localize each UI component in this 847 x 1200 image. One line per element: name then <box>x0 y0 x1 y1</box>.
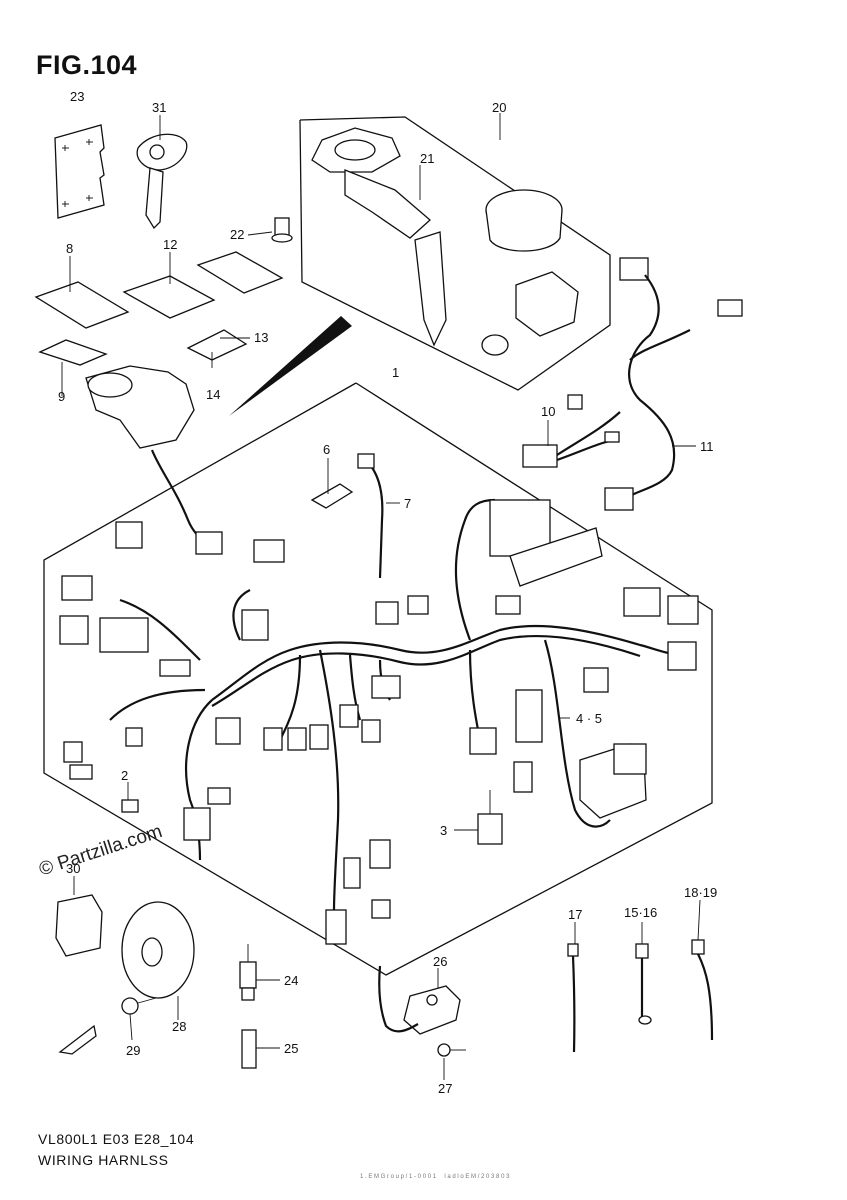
label-9-part <box>38 339 108 366</box>
tie-18-19-part <box>691 939 714 1041</box>
steering-lock-part <box>85 365 211 546</box>
switch-24-part <box>239 944 257 1001</box>
ignition-switch-part <box>311 127 579 356</box>
tie-17-part <box>567 943 579 1053</box>
clamp-6-part <box>310 483 354 509</box>
callout-18-19: 18·19 <box>684 885 718 900</box>
figure-title: FIG.104 <box>36 50 138 80</box>
callout-14: 14 <box>206 387 221 402</box>
callout-13: 13 <box>254 330 269 345</box>
callout-22: 22 <box>230 227 245 242</box>
callout-9: 9 <box>58 389 66 404</box>
sub-harness-10-part <box>522 394 621 468</box>
callout-27: 27 <box>438 1081 453 1096</box>
bracket-26-part <box>378 965 461 1035</box>
callout-2: 2 <box>121 768 129 783</box>
callout-6: 6 <box>323 442 331 457</box>
fwd-arrow-icon <box>58 1024 97 1055</box>
label-12-part <box>122 275 216 319</box>
tie-7-part <box>361 455 384 579</box>
callout-10: 10 <box>541 404 556 419</box>
main-harness-part <box>109 498 691 911</box>
sub-harness-11-part <box>604 257 743 511</box>
fine-print: 1 . E M G r o u p / 1 - 0 0 0 1 l a d l … <box>360 1174 510 1180</box>
model-code: VL800L1 E03 E28_104 <box>38 1131 195 1147</box>
callout-4-5: 4 · 5 <box>576 711 603 726</box>
ignition-group-outline <box>299 116 611 391</box>
callout-26: 26 <box>433 954 448 969</box>
key-part <box>136 133 188 230</box>
callout-3: 3 <box>440 823 448 838</box>
leader-lines <box>61 113 701 1080</box>
plate-bracket-part <box>54 124 105 219</box>
screw-22-part <box>271 217 293 243</box>
label-14-part <box>186 329 248 361</box>
callout-28: 28 <box>172 1019 187 1034</box>
callout-11: 11 <box>700 439 714 454</box>
plug-25-part <box>241 1029 257 1069</box>
callout-31: 31 <box>152 100 167 115</box>
callout-20: 20 <box>492 100 507 115</box>
direction-arrow <box>229 316 352 416</box>
harness-connectors <box>59 499 699 945</box>
callout-8: 8 <box>66 241 74 256</box>
relay-3-part <box>477 790 503 845</box>
callout-23: 23 <box>70 89 85 104</box>
figure-caption: WIRING HARNLSS <box>38 1152 169 1168</box>
callout-17: 17 <box>568 907 583 922</box>
callout-1: 1 <box>392 365 400 380</box>
bolt-27-part <box>437 1043 466 1057</box>
label-8-part <box>34 281 130 329</box>
callout-21: 21 <box>420 151 435 166</box>
callout-15-16: 15·16 <box>624 905 658 920</box>
relay-30-part <box>55 894 103 957</box>
callout-30: 30 <box>66 861 81 876</box>
callout-7: 7 <box>404 496 412 511</box>
callout-29: 29 <box>126 1043 141 1058</box>
callout-12: 12 <box>163 237 178 252</box>
callout-25: 25 <box>284 1041 299 1056</box>
tie-15-16-part <box>635 943 652 1025</box>
horn-28-part <box>121 901 195 999</box>
callout-24: 24 <box>284 973 299 988</box>
harness-group-outline <box>43 382 713 976</box>
bolt-29-part <box>121 997 157 1015</box>
label-13-part <box>196 251 284 294</box>
